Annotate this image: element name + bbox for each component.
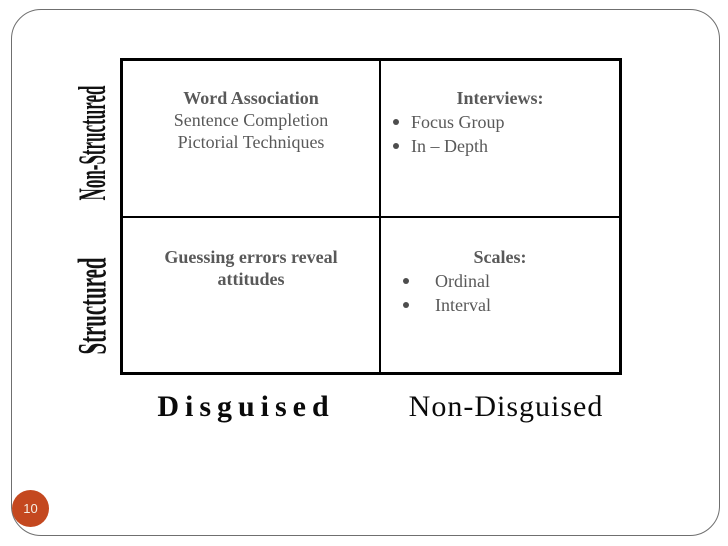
bullet-label-interval: Interval xyxy=(435,295,491,315)
page-number-badge: 10 xyxy=(12,490,49,527)
cell-interviews: Interviews: Focus Group In – Depth xyxy=(381,61,619,218)
row-label-non-structured: Non-Structured xyxy=(72,85,115,201)
matrix-table: Word Association Sentence Completion Pic… xyxy=(120,58,622,375)
bullet-icon xyxy=(393,143,399,149)
col-label-disguised: Disguised xyxy=(157,390,335,423)
cell-line-pictorial-techniques: Pictorial Techniques xyxy=(177,132,325,152)
cell-line-sentence-completion: Sentence Completion xyxy=(173,110,329,130)
col-label-non-disguised: Non-Disguised xyxy=(408,390,604,423)
bullet-icon xyxy=(403,278,409,284)
list-item: Ordinal xyxy=(381,270,619,292)
list-item: In – Depth xyxy=(381,135,619,157)
bullet-label-ordinal: Ordinal xyxy=(435,271,490,291)
bullet-label-in-depth: In – Depth xyxy=(411,136,488,156)
slide-border-frame xyxy=(11,9,720,536)
bullet-icon xyxy=(403,302,409,308)
page-number: 10 xyxy=(23,501,38,516)
cell-word-association: Word Association Sentence Completion Pic… xyxy=(123,61,381,218)
cell-title-word-association: Word Association xyxy=(183,88,319,108)
list-item: Interval xyxy=(381,294,619,316)
bullet-icon xyxy=(393,119,399,125)
cell-title-scales: Scales: xyxy=(473,247,527,267)
list-item: Focus Group xyxy=(381,111,619,133)
cell-guessing-errors: Guessing errors reveal attitudes xyxy=(123,218,381,372)
cell-title-interviews: Interviews: xyxy=(456,88,544,108)
bullet-label-focus-group: Focus Group xyxy=(411,112,505,132)
cell-scales: Scales: Ordinal Interval xyxy=(381,218,619,372)
cell-title-guessing-errors: Guessing errors reveal attitudes xyxy=(164,247,338,289)
row-label-structured: Structured xyxy=(71,257,116,355)
